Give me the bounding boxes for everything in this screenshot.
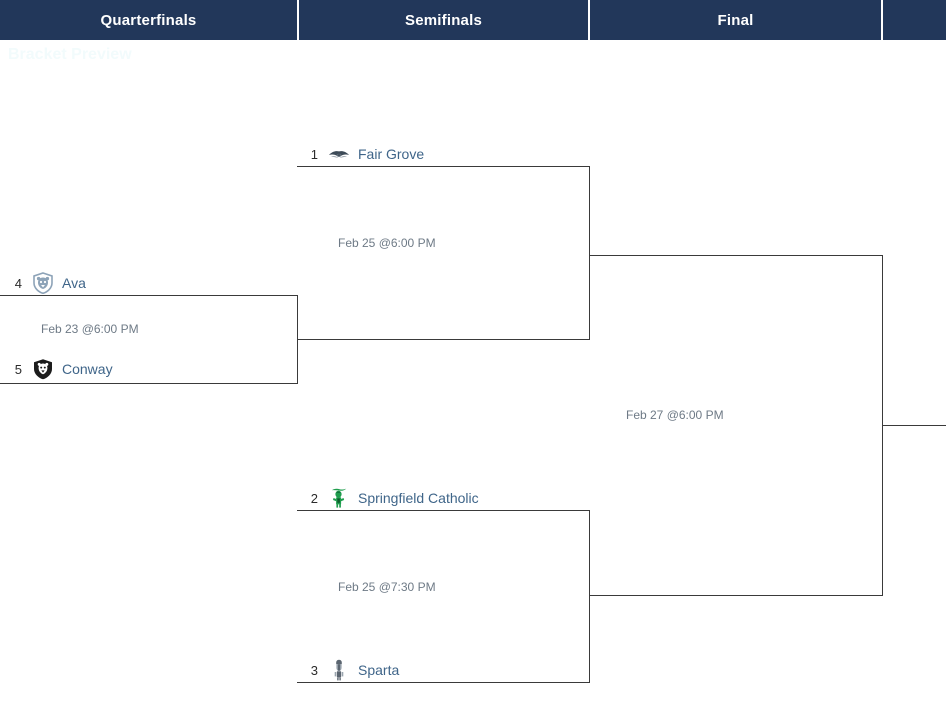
bracket-line-sf1-top [297,166,590,167]
round-header-quarterfinals: Quarterfinals [0,0,299,40]
team-row-ava[interactable]: 4 Ava [4,270,86,296]
team-name: Springfield Catholic [358,490,479,506]
game-date-final: Feb 27 @6:00 PM [626,408,724,422]
ava-bear-shield-logo [30,272,56,294]
team-name: Conway [62,361,113,377]
game-date-qf1: Feb 23 @6:00 PM [41,322,139,336]
team-row-conway[interactable]: 5 Conway [4,356,113,382]
bracket-line-final-bottom [589,595,883,596]
bracket-line-sf2-right [589,510,590,683]
game-date-sf1: Feb 25 @6:00 PM [338,236,436,250]
bracket-line-sf2-top [297,510,590,511]
watermark-text: Bracket Preview [8,46,132,63]
team-name: Ava [62,275,86,291]
seed-number: 5 [14,361,22,377]
team-name: Fair Grove [358,146,425,162]
sparta-trojan-logo [326,659,352,681]
team-row-sparta[interactable]: 3 Sparta [300,657,399,683]
bracket-line-champion-connector [882,425,946,426]
round-header-final: Final [590,0,883,40]
seed-number: 3 [310,662,318,678]
bracket-line-qf1-bottom [0,383,298,384]
fair-grove-eagle-logo [326,143,352,165]
game-date-sf2: Feb 25 @7:30 PM [338,580,436,594]
team-row-springfield-catholic[interactable]: 2 Springfield Catholic [300,485,479,511]
round-header-semifinals: Semifinals [299,0,590,40]
bracket-line-sf1-right [589,166,590,340]
team-row-fair-grove[interactable]: 1 Fair Grove [300,141,424,167]
bracket-line-sf2-bottom [297,682,590,683]
team-name: Sparta [358,662,400,678]
bracket-line-qf1-top [0,295,298,296]
round-header-bar: Quarterfinals Semifinals Final [0,0,946,40]
seed-number: 4 [14,275,22,291]
conway-bear-shield-logo [30,358,56,380]
seed-number: 1 [310,146,318,162]
springfield-catholic-irish-logo [326,487,352,509]
bracket-line-final-top [589,255,883,256]
bracket-line-sf1-bottom [297,339,590,340]
seed-number: 2 [310,490,318,506]
round-header-champion [883,0,946,40]
